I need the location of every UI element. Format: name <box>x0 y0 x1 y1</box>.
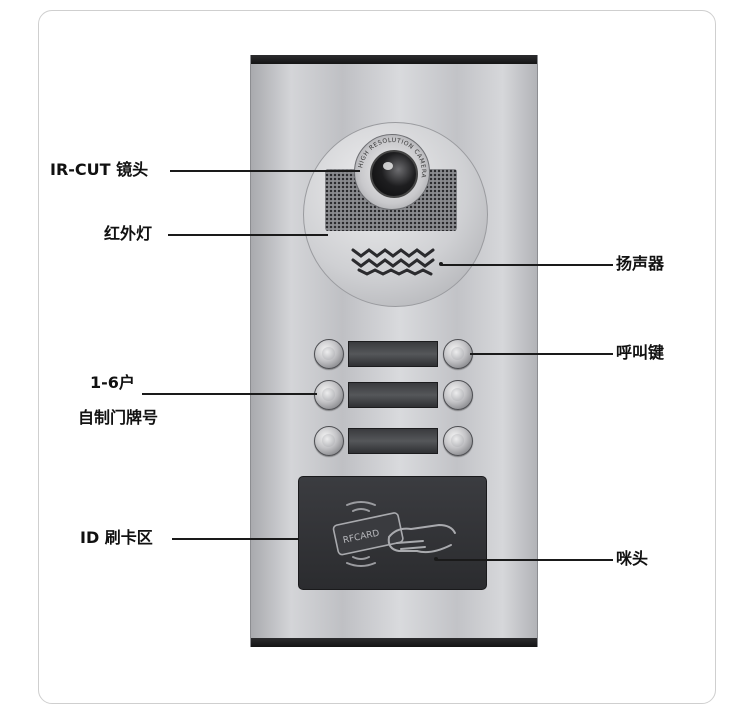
leader-microphone <box>436 559 613 561</box>
leader-speaker <box>441 264 613 266</box>
leader-id-card <box>172 538 299 540</box>
leader-nameplate <box>142 393 317 395</box>
label-call-key: 呼叫键 <box>616 343 665 362</box>
label-ir-cut-lens: IR-CUT 镜头 <box>50 160 149 179</box>
call-button-1-left[interactable] <box>314 339 344 369</box>
call-button-1-right[interactable] <box>443 339 473 369</box>
nameplate-1 <box>348 341 438 367</box>
call-button-2-right[interactable] <box>443 380 473 410</box>
label-speaker: 扬声器 <box>616 254 665 273</box>
label-microphone: 咪头 <box>616 549 649 568</box>
label-nameplate-line2: 自制门牌号 <box>78 408 159 427</box>
leader-ir-cut <box>170 170 360 172</box>
call-button-3-left[interactable] <box>314 426 344 456</box>
call-button-2-left[interactable] <box>314 380 344 410</box>
panel-top-cap <box>251 55 537 64</box>
camera-lens: HIGH RESOLUTION CAMERA <box>354 134 430 210</box>
rfid-card-tap-icon: RFCARD <box>332 501 456 567</box>
leader-call-key <box>470 353 613 355</box>
panel-bottom-cap <box>251 638 537 647</box>
leader-speaker-dot <box>439 262 443 266</box>
nameplate-2 <box>348 382 438 408</box>
leader-infrared-light <box>168 234 328 236</box>
door-station-panel: HIGH RESOLUTION CAMERA <box>250 55 538 647</box>
label-infrared-light: 红外灯 <box>104 224 153 243</box>
lens-glass <box>370 150 418 198</box>
nameplate-3 <box>348 428 438 454</box>
label-nameplate-line1: 1-6户 <box>90 373 135 392</box>
id-card-reader[interactable]: RFCARD <box>298 476 487 590</box>
call-button-3-right[interactable] <box>443 426 473 456</box>
label-id-card-area: ID 刷卡区 <box>80 528 153 547</box>
leader-microphone-dot <box>434 557 438 561</box>
speaker-holes-icon <box>351 248 435 276</box>
